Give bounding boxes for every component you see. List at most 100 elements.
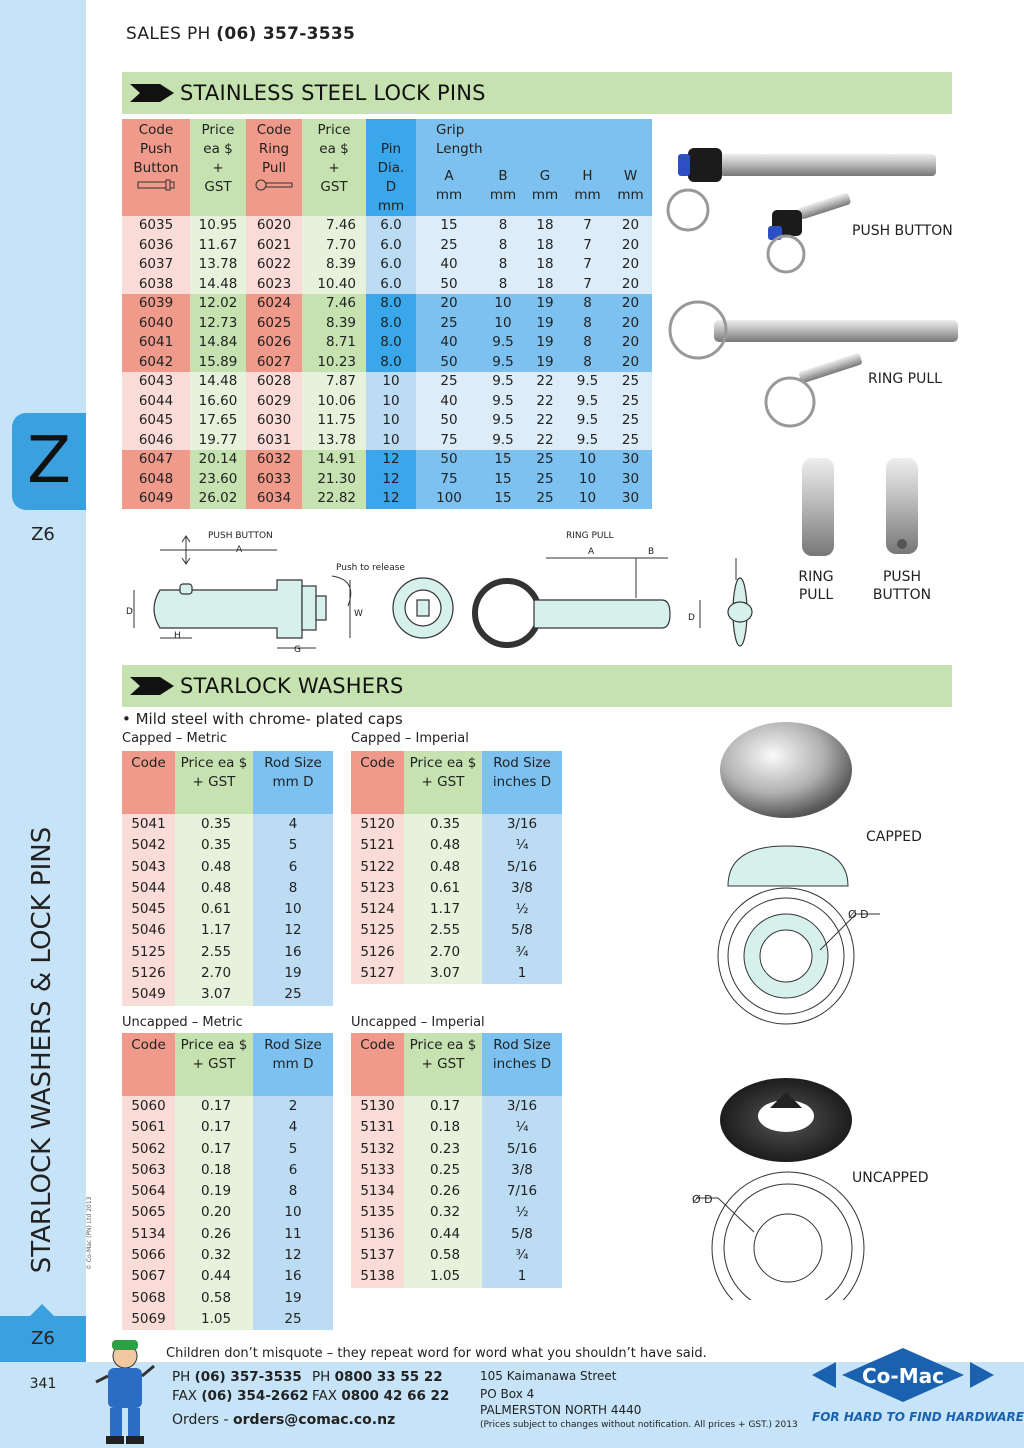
washer-cell: 10 [253, 1202, 333, 1224]
washer-cell: 3/16 [482, 814, 562, 836]
lockpin-cell: 6039 [122, 294, 190, 314]
push-button-pin-large-photo [666, 148, 936, 232]
lockpin-cell: 7.46 [302, 216, 366, 236]
col-code-ring: Code Ring Pull [246, 119, 302, 216]
lockpin-cell: 23.60 [190, 469, 246, 489]
lockpin-cell: 12 [366, 489, 416, 509]
footer-orders[interactable]: Orders - orders@comac.co.nz [172, 1412, 396, 1428]
lockpin-cell: 19.77 [190, 430, 246, 450]
washer-cell: 0.17 [404, 1096, 482, 1118]
lockpins-title: STAINLESS STEEL LOCK PINS [180, 81, 486, 105]
lockpin-cell: 100 [416, 489, 482, 509]
washer-cell: 5042 [122, 835, 175, 857]
lockpin-cell: 6037 [122, 255, 190, 275]
lockpin-cell: 18 [524, 274, 566, 294]
lockpin-cell: 8 [482, 235, 524, 255]
lockpin-cell: 20 [609, 274, 652, 294]
footer-fax-1: FAX (06) 354-2662 [172, 1388, 309, 1404]
lockpin-cell: 8 [482, 274, 524, 294]
lockpin-cell: 10 [366, 391, 416, 411]
washer-cell: 5134 [351, 1181, 404, 1203]
washer-cell: 5/8 [482, 920, 562, 942]
copyright: © Co-Mac (PN) Ltd 2013 [86, 1196, 93, 1270]
col-rod_in: Rod Size inches D [482, 1033, 562, 1096]
washer-cell: 1 [482, 1266, 562, 1288]
lockpin-cell: 8 [482, 216, 524, 236]
push-button-pin-small-photo [766, 193, 851, 274]
price-disclaimer: (Prices subject to changes without notif… [480, 1420, 798, 1430]
lockpin-cell: 7.70 [302, 235, 366, 255]
lockpin-cell: 75 [416, 430, 482, 450]
capped-washer-photo [720, 722, 852, 818]
washer-cell: 0.58 [404, 1245, 482, 1267]
lockpin-cell: 6036 [122, 235, 190, 255]
lockpin-cell: 25 [524, 489, 566, 509]
washer-cell: 0.48 [175, 856, 253, 878]
washer-cell: 5044 [122, 877, 175, 900]
arrow-icon [130, 677, 174, 695]
lockpin-cell: 50 [416, 352, 482, 372]
lockpin-cell: 20 [609, 352, 652, 372]
lockpin-cell: 20.14 [190, 450, 246, 470]
footer-quote: Children don’t misquote – they repeat wo… [166, 1346, 707, 1361]
lockpin-cell: 50 [416, 274, 482, 294]
lockpin-cell: 22 [524, 430, 566, 450]
lockpin-cell: 6045 [122, 411, 190, 431]
washer-cell: 5065 [122, 1202, 175, 1224]
lock-pin-diagram: PUSH BUTTON A Push to release D H G W RI… [126, 531, 753, 655]
svg-text:D: D [688, 613, 695, 623]
lockpin-cell: 6029 [246, 391, 302, 411]
washer-cell: 5130 [351, 1096, 404, 1118]
washer-cell: 12 [253, 920, 333, 942]
washer-cell: 3.07 [404, 963, 482, 985]
washer-cell: 0.26 [404, 1181, 482, 1203]
ring-pull-pin-shape [533, 599, 671, 629]
lockpin-cell: 17.65 [190, 411, 246, 431]
starlock-heading: STARLOCK WASHERS [122, 665, 952, 707]
lockpin-cell: 10 [366, 372, 416, 392]
washer-cell: 11 [253, 1223, 333, 1246]
lockpin-cell: 6027 [246, 352, 302, 372]
lockpin-cell: 6.0 [366, 255, 416, 275]
lockpin-cell: 20 [609, 255, 652, 275]
photo-label-push-button: PUSH BUTTON [852, 223, 953, 239]
washer-cell: 1.05 [175, 1308, 253, 1331]
washer-cell: 4 [253, 814, 333, 836]
washer-cell: 5061 [122, 1117, 175, 1139]
washer-cell: 5067 [122, 1266, 175, 1288]
lockpin-cell: 15 [482, 450, 524, 470]
washer-cell: 5/16 [482, 1138, 562, 1160]
washer-cell: 16 [253, 941, 333, 964]
washer-cell: 16 [253, 1266, 333, 1288]
washer-cell: ½ [482, 1202, 562, 1224]
lockpin-cell: 21.30 [302, 469, 366, 489]
lockpin-cell: 20 [609, 216, 652, 236]
washer-cell: 5049 [122, 984, 175, 1006]
washer-cell: 2.55 [404, 920, 482, 942]
lockpin-cell: 7.87 [302, 372, 366, 392]
washer-cell: 2.55 [175, 941, 253, 964]
lockpin-cell: 10.06 [302, 391, 366, 411]
lockpin-cell: 40 [416, 391, 482, 411]
washer-cell: 0.44 [404, 1223, 482, 1246]
uncapped-washer-drawing [696, 1171, 865, 1300]
lockpin-cell: 6034 [246, 489, 302, 509]
